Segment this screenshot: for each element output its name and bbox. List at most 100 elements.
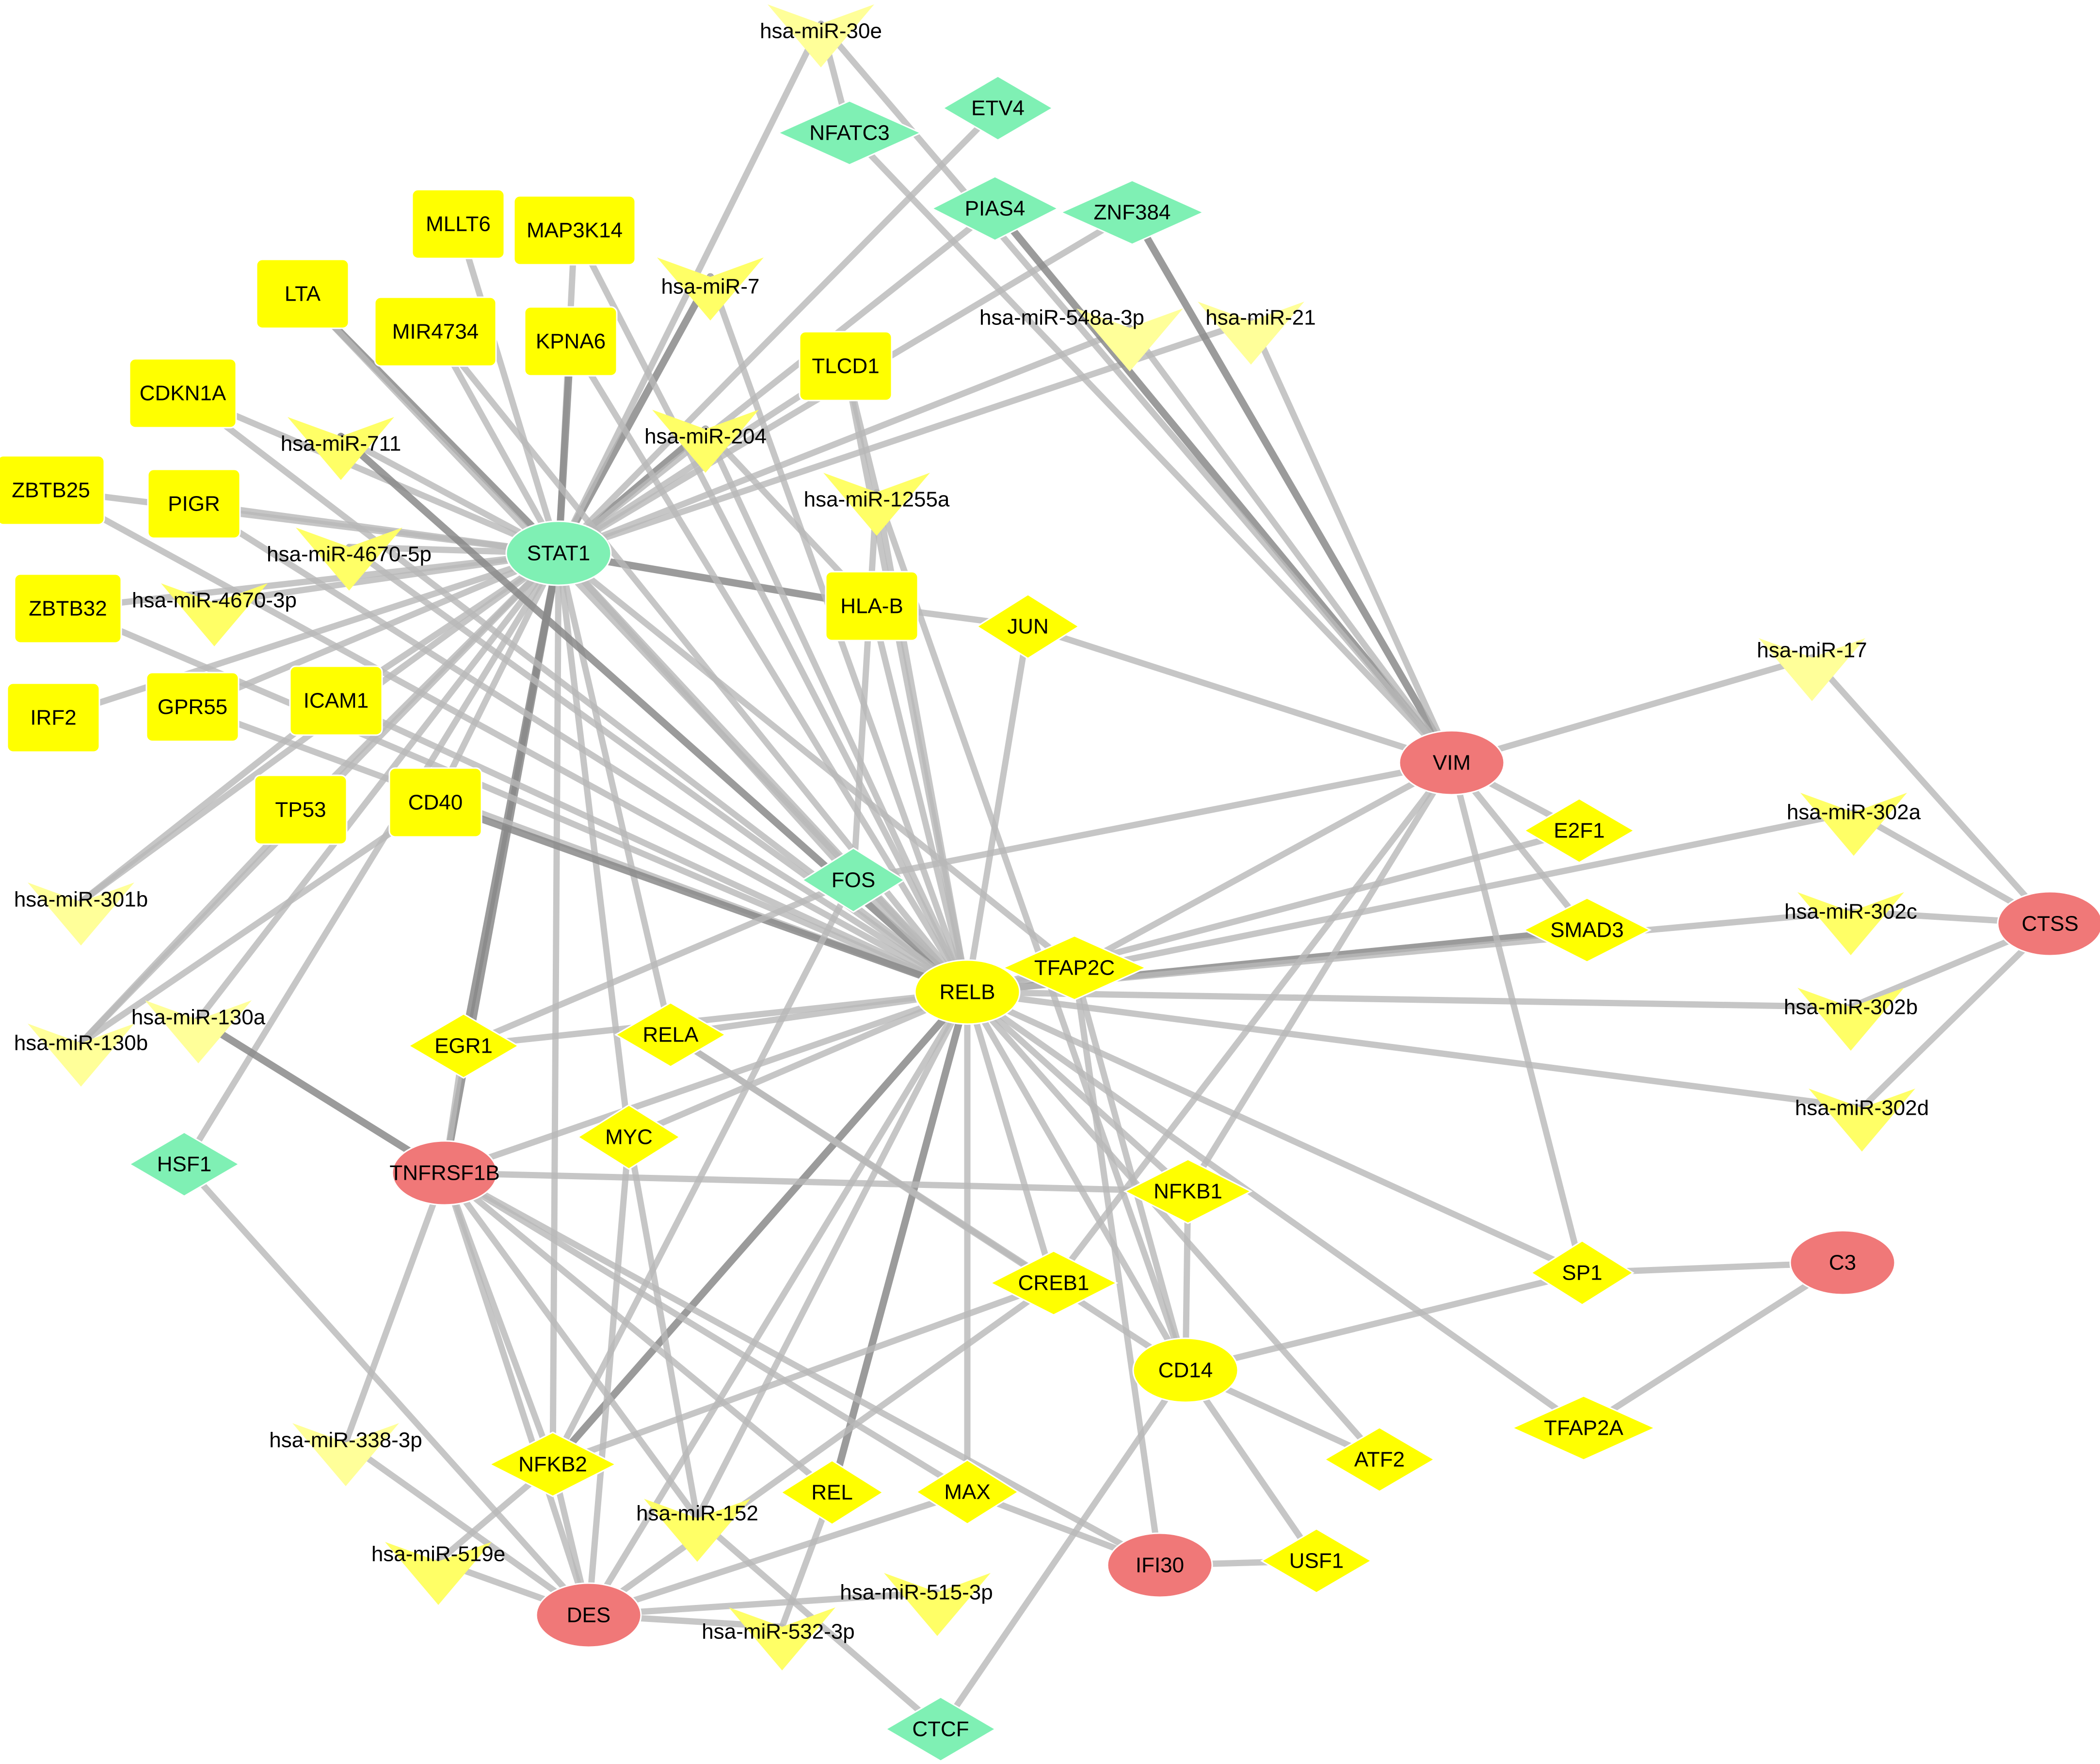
node-mir-301b[interactable]: hsa-miR-301b <box>14 882 148 946</box>
node-nfkb2[interactable]: NFKB2 <box>488 1431 618 1497</box>
node-label: TFAP2A <box>1544 1416 1623 1440</box>
node-icam1[interactable]: ICAM1 <box>289 665 383 736</box>
node-pias4[interactable]: PIAS4 <box>930 176 1060 241</box>
node-shape <box>614 1002 727 1068</box>
node-ctss[interactable]: CTSS <box>1997 891 2100 957</box>
node-label: ZBTB32 <box>29 597 107 621</box>
node-relb[interactable]: RELB <box>914 959 1021 1025</box>
node-creb1[interactable]: CREB1 <box>989 1250 1119 1316</box>
node-max[interactable]: MAX <box>915 1459 1020 1525</box>
node-rel[interactable]: REL <box>780 1459 884 1525</box>
node-nfatc3[interactable]: NFATC3 <box>776 100 923 166</box>
edge-rela-creb1 <box>667 1031 1057 1286</box>
node-nfkb1[interactable]: NFKB1 <box>1123 1158 1253 1224</box>
node-cd14[interactable]: CD14 <box>1132 1337 1239 1403</box>
node-mir-130a[interactable]: hsa-miR-130a <box>131 1000 266 1063</box>
node-znf384[interactable]: ZNF384 <box>1059 179 1205 245</box>
node-pigr[interactable]: PIGR <box>147 468 241 539</box>
node-mir-152[interactable]: hsa-miR-152 <box>636 1499 758 1562</box>
edge-tnfrsf1b-des <box>441 1170 592 1619</box>
edge-tnfrsf1b-max <box>441 1170 971 1495</box>
node-hla-b[interactable]: HLA-B <box>825 571 919 641</box>
node-mir-302c[interactable]: hsa-miR-302c <box>1784 892 1917 955</box>
node-mir-519e[interactable]: hsa-miR-519e <box>371 1542 505 1605</box>
node-mir-515-3p[interactable]: hsa-miR-515-3p <box>840 1573 993 1636</box>
node-mir-4670-5p[interactable]: hsa-miR-4670-5p <box>267 528 432 591</box>
node-mir-548a-3p[interactable]: hsa-miR-548a-3p <box>979 306 1183 372</box>
node-label: hsa-miR-7 <box>661 275 760 299</box>
node-hsf1[interactable]: HSF1 <box>128 1131 240 1197</box>
node-tfap2a[interactable]: TFAP2A <box>1510 1395 1657 1461</box>
node-tp53[interactable]: TP53 <box>254 774 348 845</box>
node-shape <box>1123 1158 1253 1224</box>
node-myc[interactable]: MYC <box>577 1104 681 1170</box>
node-rela[interactable]: RELA <box>614 1002 727 1068</box>
node-lta[interactable]: LTA <box>256 258 350 329</box>
node-mir4734[interactable]: MIR4734 <box>374 296 497 367</box>
node-mir-338-3p[interactable]: hsa-miR-338-3p <box>269 1423 422 1486</box>
node-sp1[interactable]: SP1 <box>1530 1240 1635 1306</box>
node-kpna6[interactable]: KPNA6 <box>524 306 618 377</box>
node-label: TNFRSF1B <box>389 1161 499 1185</box>
node-cd40[interactable]: CD40 <box>388 767 482 838</box>
node-label: hsa-miR-152 <box>636 1502 758 1525</box>
node-mir-7[interactable]: hsa-miR-7 <box>657 257 764 321</box>
node-mir-17[interactable]: hsa-miR-17 <box>1757 638 1867 701</box>
node-label: REL <box>811 1481 853 1505</box>
node-mir-711[interactable]: hsa-miR-711 <box>281 417 401 480</box>
node-usf1[interactable]: USF1 <box>1260 1528 1373 1594</box>
node-cdkn1a[interactable]: CDKN1A <box>128 358 237 429</box>
edge-ctss-mir-17 <box>1809 654 2053 927</box>
node-mir-204[interactable]: hsa-miR-204 <box>644 410 767 473</box>
node-mllt6[interactable]: MLLT6 <box>411 189 505 259</box>
node-mir-30e[interactable]: hsa-miR-30e <box>760 4 882 67</box>
edge-relb-cd14 <box>964 989 1189 1374</box>
node-zbtb32[interactable]: ZBTB32 <box>14 573 122 644</box>
edge-stat1-tfap2c <box>555 550 1078 971</box>
edge-stat1-mir-548a-3p <box>555 324 1133 557</box>
node-e2f1[interactable]: E2F1 <box>1523 798 1635 864</box>
edge-relb-tlcd1 <box>842 363 971 995</box>
node-atf2[interactable]: ATF2 <box>1323 1427 1436 1492</box>
edge-vim-mir-17 <box>1448 654 1815 766</box>
node-gpr55[interactable]: GPR55 <box>145 672 240 742</box>
node-tfap2c[interactable]: TFAP2C <box>1001 935 1148 1001</box>
node-irf2[interactable]: IRF2 <box>6 682 100 753</box>
node-des[interactable]: DES <box>535 1582 642 1648</box>
node-smad3[interactable]: SMAD3 <box>1522 897 1652 963</box>
node-tlcd1[interactable]: TLCD1 <box>799 331 893 401</box>
node-label: HLA-B <box>840 594 903 618</box>
node-egr1[interactable]: EGR1 <box>407 1013 520 1079</box>
node-shape <box>1522 897 1652 963</box>
node-c3[interactable]: C3 <box>1789 1230 1896 1296</box>
node-shape <box>535 1582 642 1648</box>
node-map3k14[interactable]: MAP3K14 <box>513 195 636 266</box>
node-ifi30[interactable]: IFI30 <box>1106 1532 1213 1598</box>
node-ctcf[interactable]: CTCF <box>884 1696 997 1762</box>
node-mir-1255a[interactable]: hsa-miR-1255a <box>804 473 950 536</box>
mirna-v-shape <box>385 1542 492 1605</box>
node-vim[interactable]: VIM <box>1398 730 1505 796</box>
node-label: VIM <box>1433 751 1471 775</box>
edge-des-hsf1 <box>181 1161 592 1619</box>
node-jun[interactable]: JUN <box>976 593 1080 659</box>
node-label: CTCF <box>912 1717 969 1741</box>
edge-nfkb2-creb1 <box>549 1280 1057 1468</box>
node-fos[interactable]: FOS <box>801 847 906 913</box>
node-mir-302a[interactable]: hsa-miR-302a <box>1787 793 1921 856</box>
node-mir-130b[interactable]: hsa-miR-130b <box>14 1024 148 1087</box>
node-mir-302d[interactable]: hsa-miR-302d <box>1795 1089 1929 1152</box>
edges-layer <box>48 20 2053 1732</box>
node-tnfrsf1b[interactable]: TNFRSF1B <box>389 1140 500 1206</box>
node-zbtb25[interactable]: ZBTB25 <box>0 455 105 526</box>
node-mir-21[interactable]: hsa-miR-21 <box>1198 302 1316 365</box>
node-shape <box>915 1459 1020 1525</box>
mirna-v-shape <box>292 1423 399 1486</box>
node-etv4[interactable]: ETV4 <box>942 75 1054 141</box>
node-stat1[interactable]: STAT1 <box>505 520 612 586</box>
node-mir-532-3p[interactable]: hsa-miR-532-3p <box>702 1607 855 1670</box>
mirna-v-shape <box>823 473 930 536</box>
node-mir-4670-3p[interactable]: hsa-miR-4670-3p <box>132 583 297 646</box>
node-shape <box>374 296 497 367</box>
node-mir-302b[interactable]: hsa-miR-302b <box>1784 988 1918 1051</box>
